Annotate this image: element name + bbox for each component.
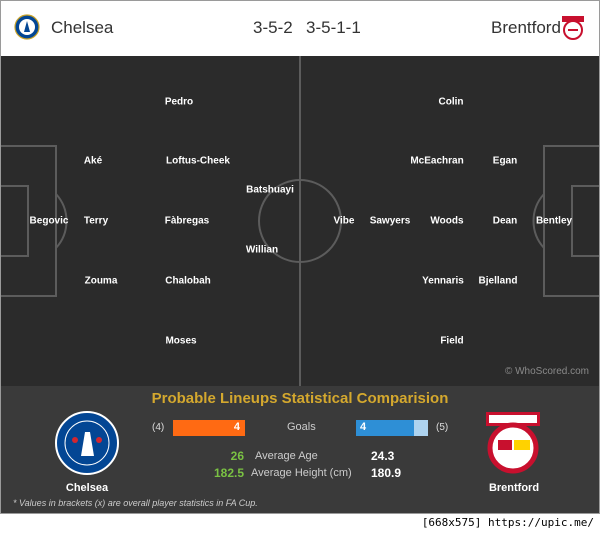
home-player[interactable]: Begovic xyxy=(29,215,69,227)
home-formation: 3-5-2 xyxy=(253,18,293,37)
brentford-crest-icon xyxy=(562,16,584,40)
avg-height-label: Average Height (cm) xyxy=(251,467,352,479)
home-player[interactable]: Pedro xyxy=(164,96,194,108)
home-team-name[interactable]: Chelsea xyxy=(51,18,114,37)
away-player[interactable]: McEachran xyxy=(410,155,464,167)
home-goals-bracket: (4) xyxy=(152,422,165,433)
away-goals-value: 4 xyxy=(360,421,367,433)
home-player[interactable]: Willian xyxy=(245,244,279,256)
lineup-widget: Chelsea 3-5-2 3-5-1-1 Brentford Begovic T… xyxy=(0,0,600,514)
away-formation: 3-5-1-1 xyxy=(306,18,361,37)
match-header: Chelsea 3-5-2 3-5-1-1 Brentford xyxy=(1,1,599,56)
home-player[interactable]: Zouma xyxy=(84,275,118,287)
away-player[interactable]: Colin xyxy=(438,96,464,108)
home-player[interactable]: Batshuayi xyxy=(246,184,294,196)
home-player[interactable]: Aké xyxy=(83,155,103,167)
chelsea-crest-icon xyxy=(14,14,40,40)
home-player[interactable]: Terry xyxy=(83,215,109,227)
watermark: © WhoScored.com xyxy=(504,366,589,377)
home-goals-value: 4 xyxy=(233,421,240,433)
away-avg-age: 24.3 xyxy=(371,449,395,463)
away-player[interactable]: Woods xyxy=(430,215,464,227)
home-player[interactable]: Loftus-Cheek xyxy=(166,155,230,167)
away-player[interactable]: Bentley xyxy=(535,215,573,227)
home-team-label: Chelsea xyxy=(65,482,109,494)
away-player[interactable]: Dean xyxy=(492,215,518,227)
away-player[interactable]: Yennaris xyxy=(422,275,464,287)
away-goals-bar-fill xyxy=(356,420,414,436)
stats-title: Probable Lineups Statistical Comparision xyxy=(151,390,449,407)
chelsea-badge-icon xyxy=(55,411,119,475)
away-team-label: Brentford xyxy=(488,482,540,494)
home-avg-age: 26 xyxy=(230,449,244,463)
pitch-markings xyxy=(1,56,599,386)
brentford-badge-icon xyxy=(486,412,540,474)
home-goals-bar-fill xyxy=(173,420,245,436)
home-player[interactable]: Chalobah xyxy=(165,275,211,287)
away-player[interactable]: Vibe xyxy=(333,215,355,227)
stats-comparison: Probable Lineups Statistical Comparision… xyxy=(1,386,599,513)
away-team-name[interactable]: Brentford xyxy=(491,18,561,37)
footnote: * Values in brackets (x) are overall pla… xyxy=(13,498,258,508)
goals-label: Goals xyxy=(287,421,316,433)
away-player[interactable]: Egan xyxy=(492,155,518,167)
home-goals-bar: 4 xyxy=(173,420,245,436)
home-player[interactable]: Fàbregas xyxy=(164,215,210,227)
avg-age-label: Average Age xyxy=(255,450,318,462)
away-player[interactable]: Field xyxy=(440,335,464,347)
away-avg-height: 180.9 xyxy=(371,466,402,480)
away-player[interactable]: Sawyers xyxy=(369,215,411,227)
away-goals-bracket: (5) xyxy=(436,422,449,433)
home-avg-height: 182.5 xyxy=(213,466,244,480)
away-player[interactable]: Bjelland xyxy=(478,275,518,287)
home-player[interactable]: Moses xyxy=(165,335,197,347)
image-host-caption: [668x575] https://upic.me/ xyxy=(421,516,594,529)
away-goals-bar: 4 xyxy=(356,420,428,436)
